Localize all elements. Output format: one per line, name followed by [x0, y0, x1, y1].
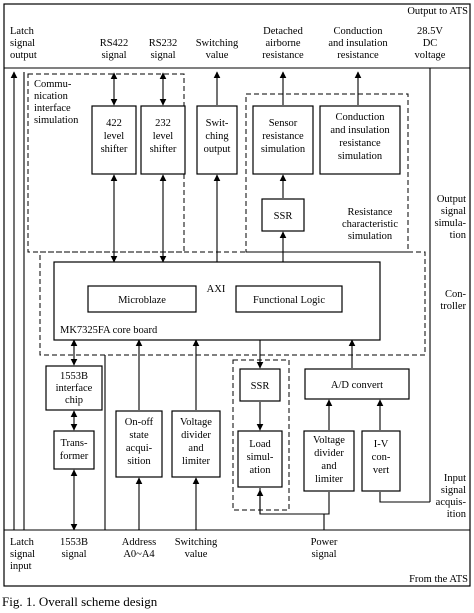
outer-frame — [3, 3, 471, 587]
transformer-block — [53, 430, 95, 470]
ssr-top-block — [261, 198, 305, 232]
iv-convert-block — [361, 430, 401, 492]
ad-convert-label: A/D convert — [331, 380, 383, 391]
frame-bottom-label: From the ATS — [409, 574, 468, 585]
switching-output-block — [196, 105, 238, 175]
dc-iv-line — [379, 492, 430, 503]
core-board-label: MK7325FA core board — [60, 325, 158, 336]
conduction-sim-block — [319, 105, 401, 175]
sensor-resistance-block — [252, 105, 314, 175]
power-line — [259, 488, 325, 530]
ssr-bottom-block — [239, 368, 281, 402]
figure-caption: Fig. 1. Overall scheme design — [2, 594, 158, 609]
ssr-top-label: SSR — [274, 211, 293, 222]
axi-label: AXI — [207, 284, 226, 295]
onoff-state-block — [115, 410, 163, 478]
functional-logic-block — [235, 285, 343, 313]
region-controller-label: Con-troller — [440, 289, 466, 312]
load-simulation-block — [237, 430, 283, 488]
l232-level-shifter — [140, 105, 186, 175]
power-divider-line — [324, 492, 330, 515]
ad-convert-block — [304, 368, 410, 400]
microblaze-block — [87, 285, 197, 313]
voltage-divider-2-block — [303, 430, 355, 492]
l422-level-shifter — [91, 105, 137, 175]
frame-top-label: Output to ATS — [407, 6, 468, 17]
region-controller — [39, 251, 426, 356]
region-load — [232, 359, 290, 511]
ssr-bottom-label: SSR — [251, 381, 270, 392]
region-resistance — [245, 93, 409, 253]
voltage-divider-1-block — [171, 410, 221, 478]
interface-1553b-block — [45, 365, 103, 411]
transformer-label: Trans-former — [60, 438, 89, 462]
functional-logic-label: Functional Logic — [253, 295, 325, 306]
microblaze-label: Microblaze — [118, 295, 166, 306]
